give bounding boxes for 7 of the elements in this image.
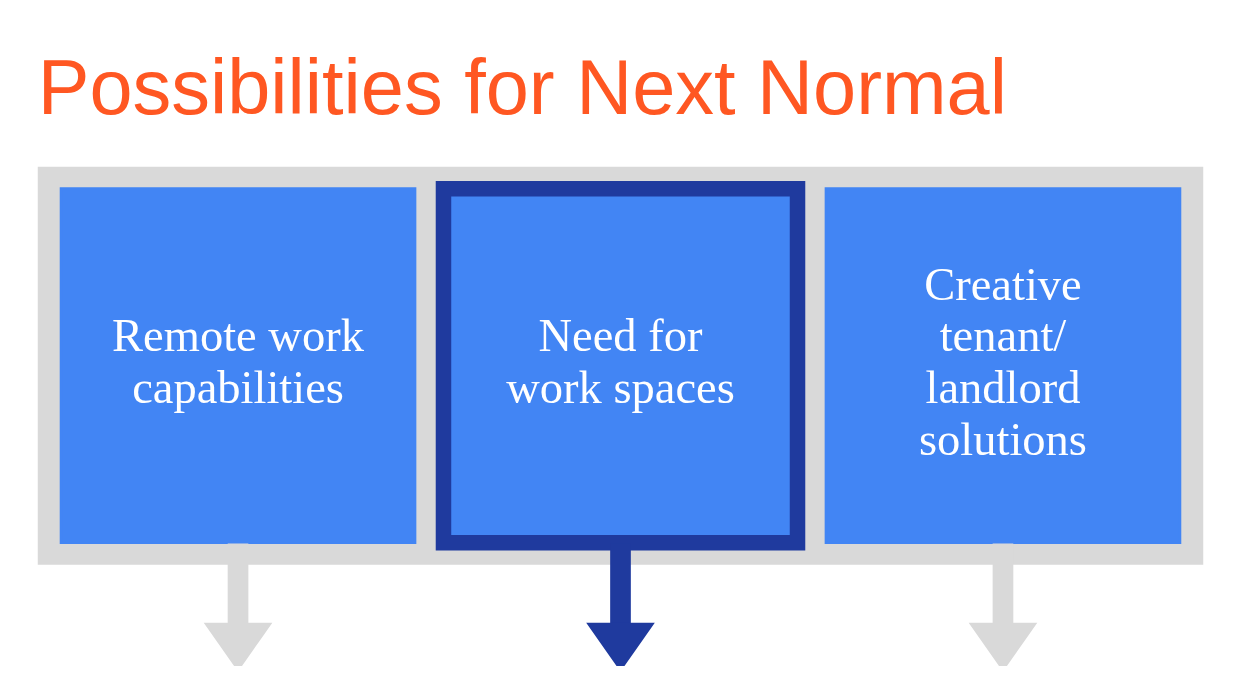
arrow — [203, 542, 273, 666]
arrow — [968, 542, 1038, 666]
node-box: Need for work spaces — [435, 180, 806, 550]
node-box: Remote work capabilities — [59, 186, 417, 544]
diagram-title: Possibilities for Next Normal — [37, 43, 1007, 130]
node-box: Creative tenant/ landlord solutions — [824, 186, 1182, 544]
cluster — [37, 166, 1204, 565]
